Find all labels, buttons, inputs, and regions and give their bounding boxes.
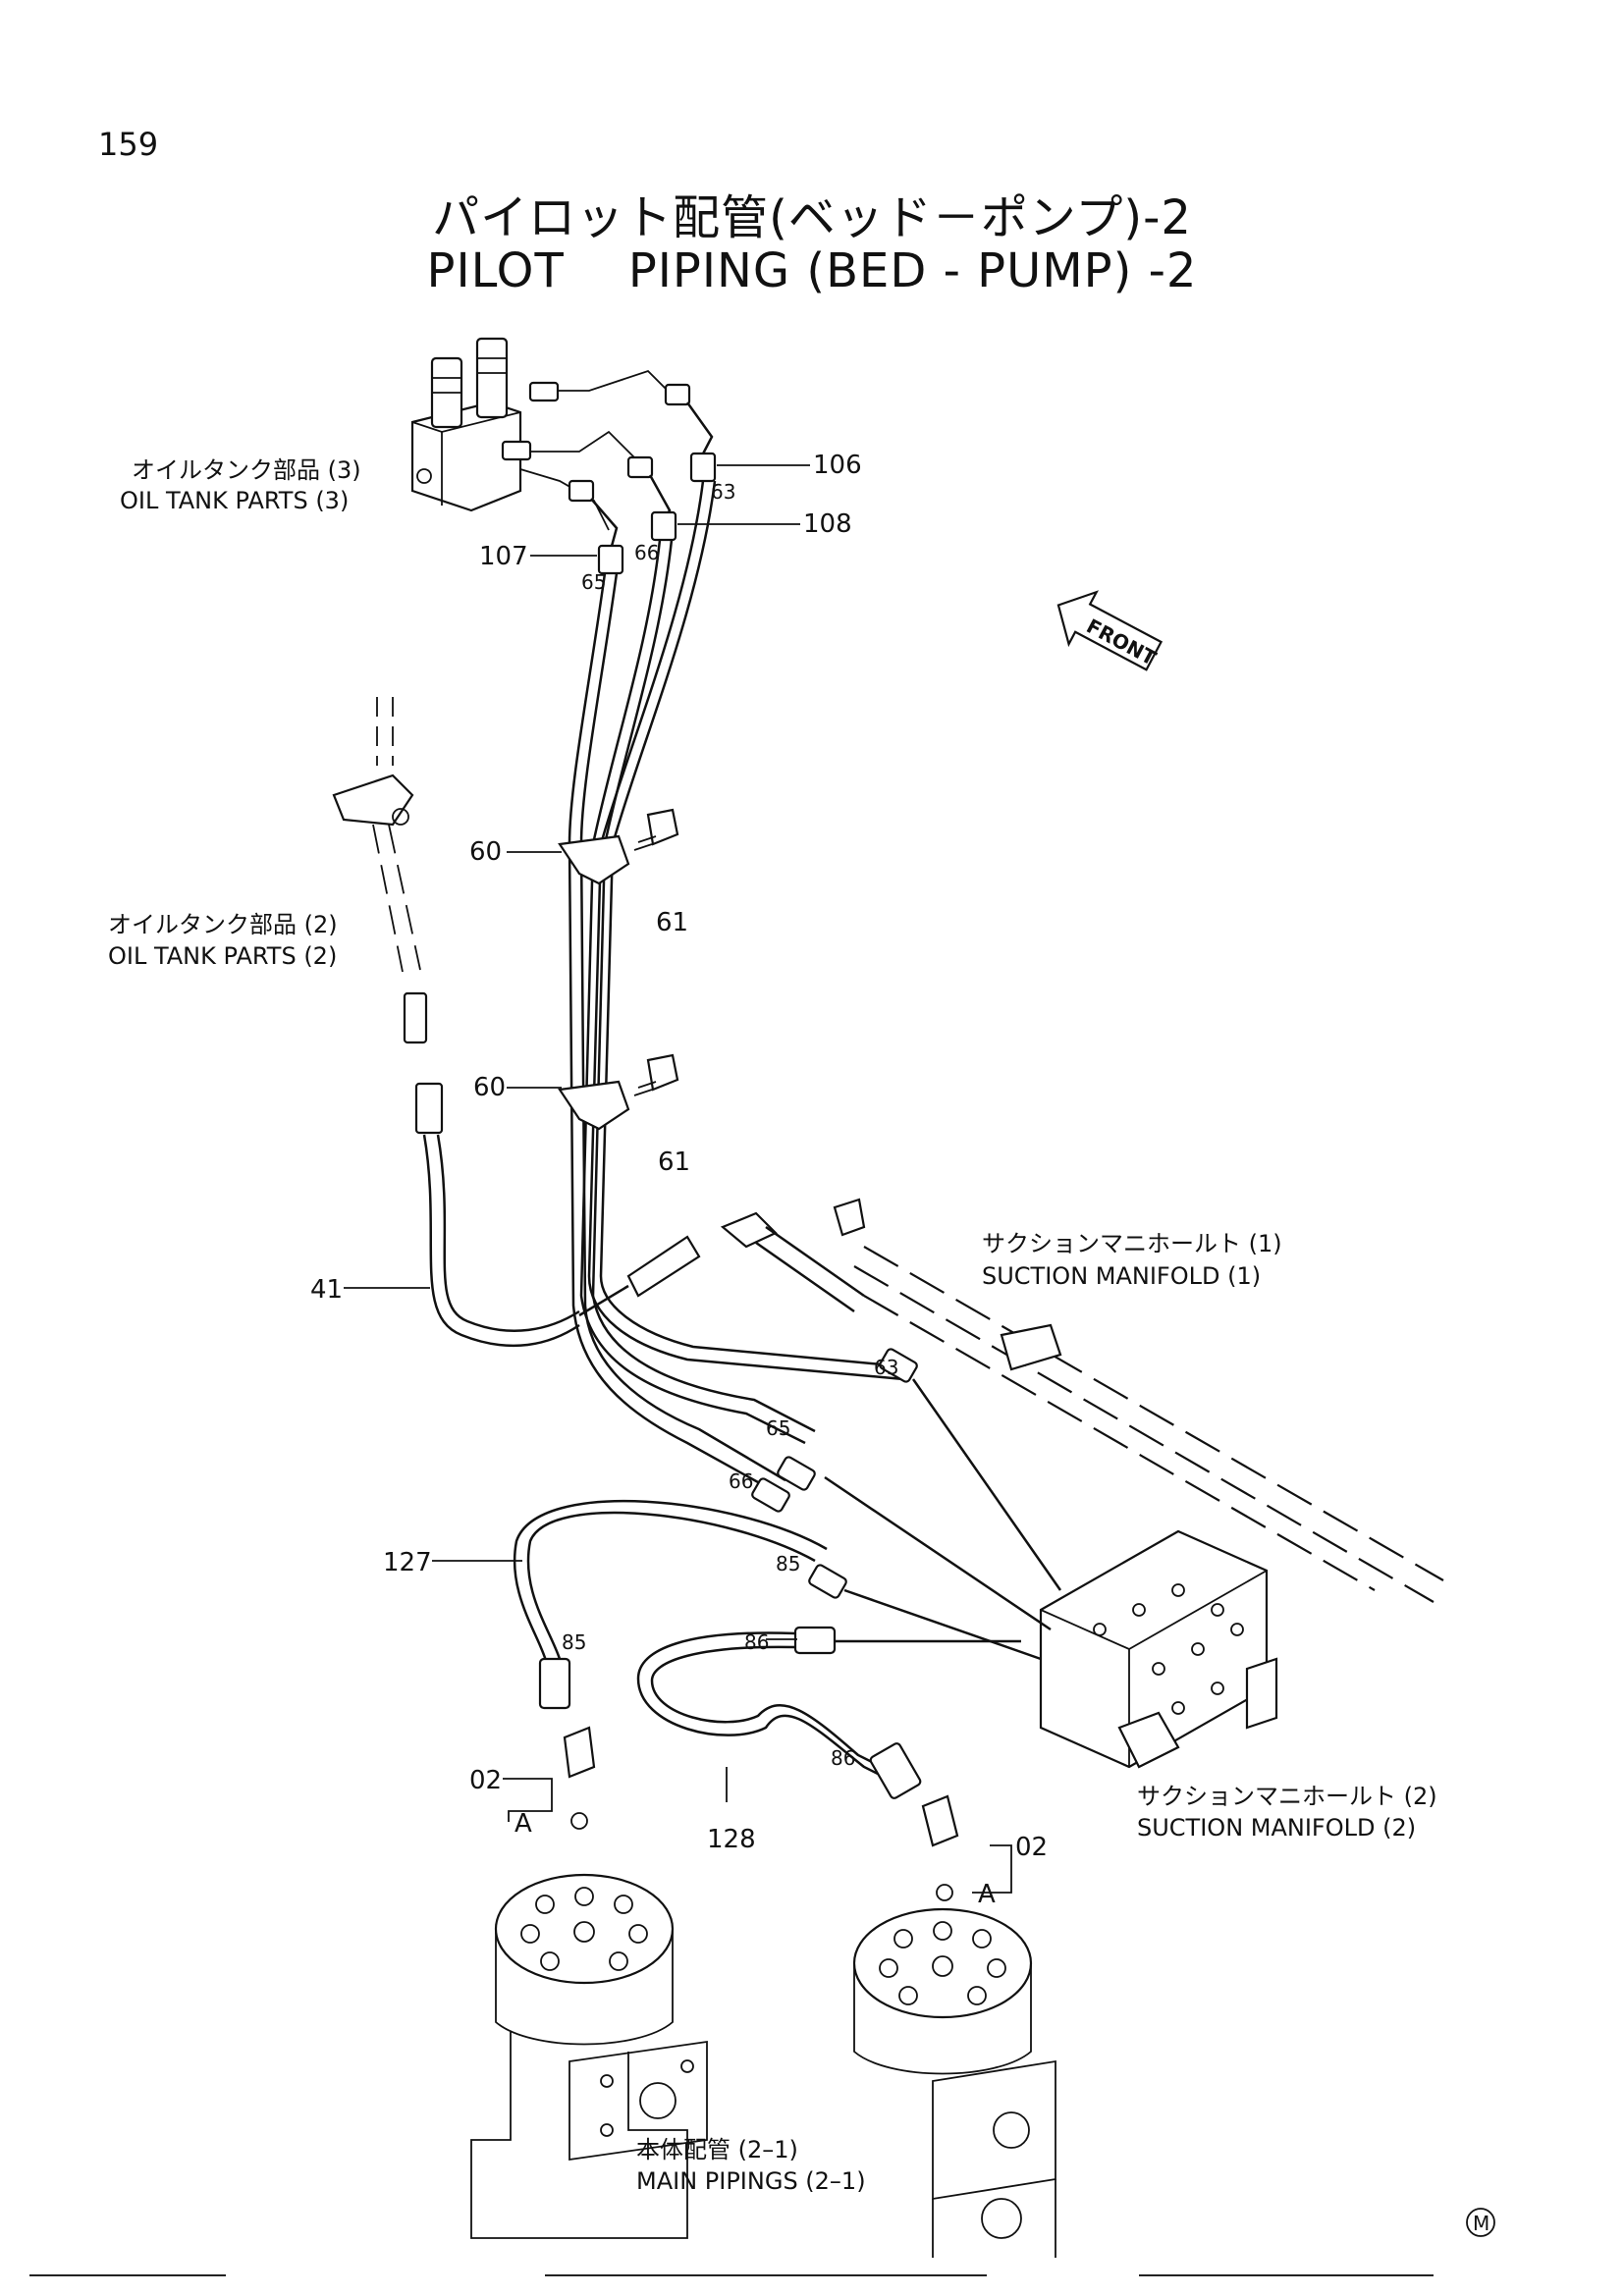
- part-number-65-mid: 65: [766, 1416, 790, 1440]
- hose-fittings-mid: [751, 1348, 1062, 1661]
- part-number-128: 128: [707, 1825, 756, 1854]
- footer-rule-middle: [545, 2274, 987, 2276]
- part-number-63-top: 63: [711, 480, 735, 504]
- bolt-61-upper: [633, 808, 679, 851]
- part-number-107: 107: [479, 542, 528, 571]
- manufacturer-mark-letter: M: [1473, 2212, 1489, 2235]
- page-title-japanese: パイロット配管(ベッド－ポンプ)-2: [432, 190, 1192, 245]
- hose-128: [636, 1626, 1021, 1901]
- part-number-66-top: 66: [634, 541, 659, 564]
- detail-ref-a-right: A: [978, 1880, 996, 1909]
- part-number-127: 127: [383, 1548, 432, 1577]
- distribution-block: [1039, 1529, 1278, 1769]
- part-number-60-lower: 60: [473, 1073, 506, 1102]
- part-number-86-lower: 86: [831, 1746, 855, 1770]
- callout-suction-manifold-1-en: SUCTION MANIFOLD (1): [982, 1262, 1261, 1290]
- part-number-02-right: 02: [1015, 1833, 1048, 1862]
- detail-ref-a-left: A: [514, 1809, 532, 1839]
- callout-oil-tank-3-en: OIL TANK PARTS (3): [120, 487, 349, 514]
- front-direction-arrow: FRONT: [1056, 590, 1164, 671]
- hose-127: [513, 1499, 828, 1830]
- pilot-valve-block: [410, 337, 560, 512]
- footer-rule-left: [29, 2274, 226, 2276]
- callout-suction-manifold-2-en: SUCTION MANIFOLD (2): [1137, 1814, 1416, 1842]
- pump-left: [470, 1873, 708, 2239]
- callout-main-pipings-jp: 本体配管 (2–1): [636, 2136, 798, 2163]
- leader-lines: [344, 464, 1012, 1894]
- pump-right: [852, 1907, 1056, 2258]
- page-number: 159: [98, 126, 159, 163]
- callout-suction-manifold-2-jp: サクションマニホールト (2): [1137, 1783, 1437, 1810]
- part-number-61-lower: 61: [658, 1148, 690, 1177]
- suction-manifold-1: [720, 1198, 1444, 1603]
- part-number-41: 41: [310, 1275, 343, 1305]
- part-number-61-upper: 61: [656, 908, 688, 937]
- manufacturer-mark: M: [1466, 2208, 1495, 2237]
- footer-rule-right: [1139, 2274, 1434, 2276]
- oil-tank-2-hose: [332, 697, 701, 1348]
- pilot-hoses-upper: [519, 369, 717, 575]
- pilot-hose-bundle: [558, 480, 904, 1494]
- part-number-85-mid: 85: [776, 1552, 800, 1575]
- callout-oil-tank-3-jp: オイルタンク部品 (3): [132, 456, 361, 484]
- part-number-63-mid: 63: [874, 1356, 898, 1379]
- part-number-60-upper: 60: [469, 837, 502, 867]
- callout-main-pipings-en: MAIN PIPINGS (2–1): [636, 2167, 866, 2195]
- part-number-02-left: 02: [469, 1766, 502, 1795]
- part-number-65-top: 65: [581, 570, 606, 594]
- callout-oil-tank-2-jp: オイルタンク部品 (2): [108, 911, 338, 938]
- part-number-85-low: 85: [562, 1630, 586, 1654]
- part-number-108: 108: [803, 509, 852, 539]
- page-title-english: PILOT PIPING (BED - PUMP) -2: [426, 243, 1198, 298]
- bolt-61-lower: [633, 1053, 679, 1096]
- part-number-66-mid: 66: [729, 1469, 753, 1493]
- callout-oil-tank-2-en: OIL TANK PARTS (2): [108, 942, 337, 970]
- part-number-86-upper: 86: [744, 1630, 769, 1654]
- part-number-106: 106: [813, 451, 862, 480]
- callout-suction-manifold-1-jp: サクションマニホールト (1): [982, 1230, 1282, 1257]
